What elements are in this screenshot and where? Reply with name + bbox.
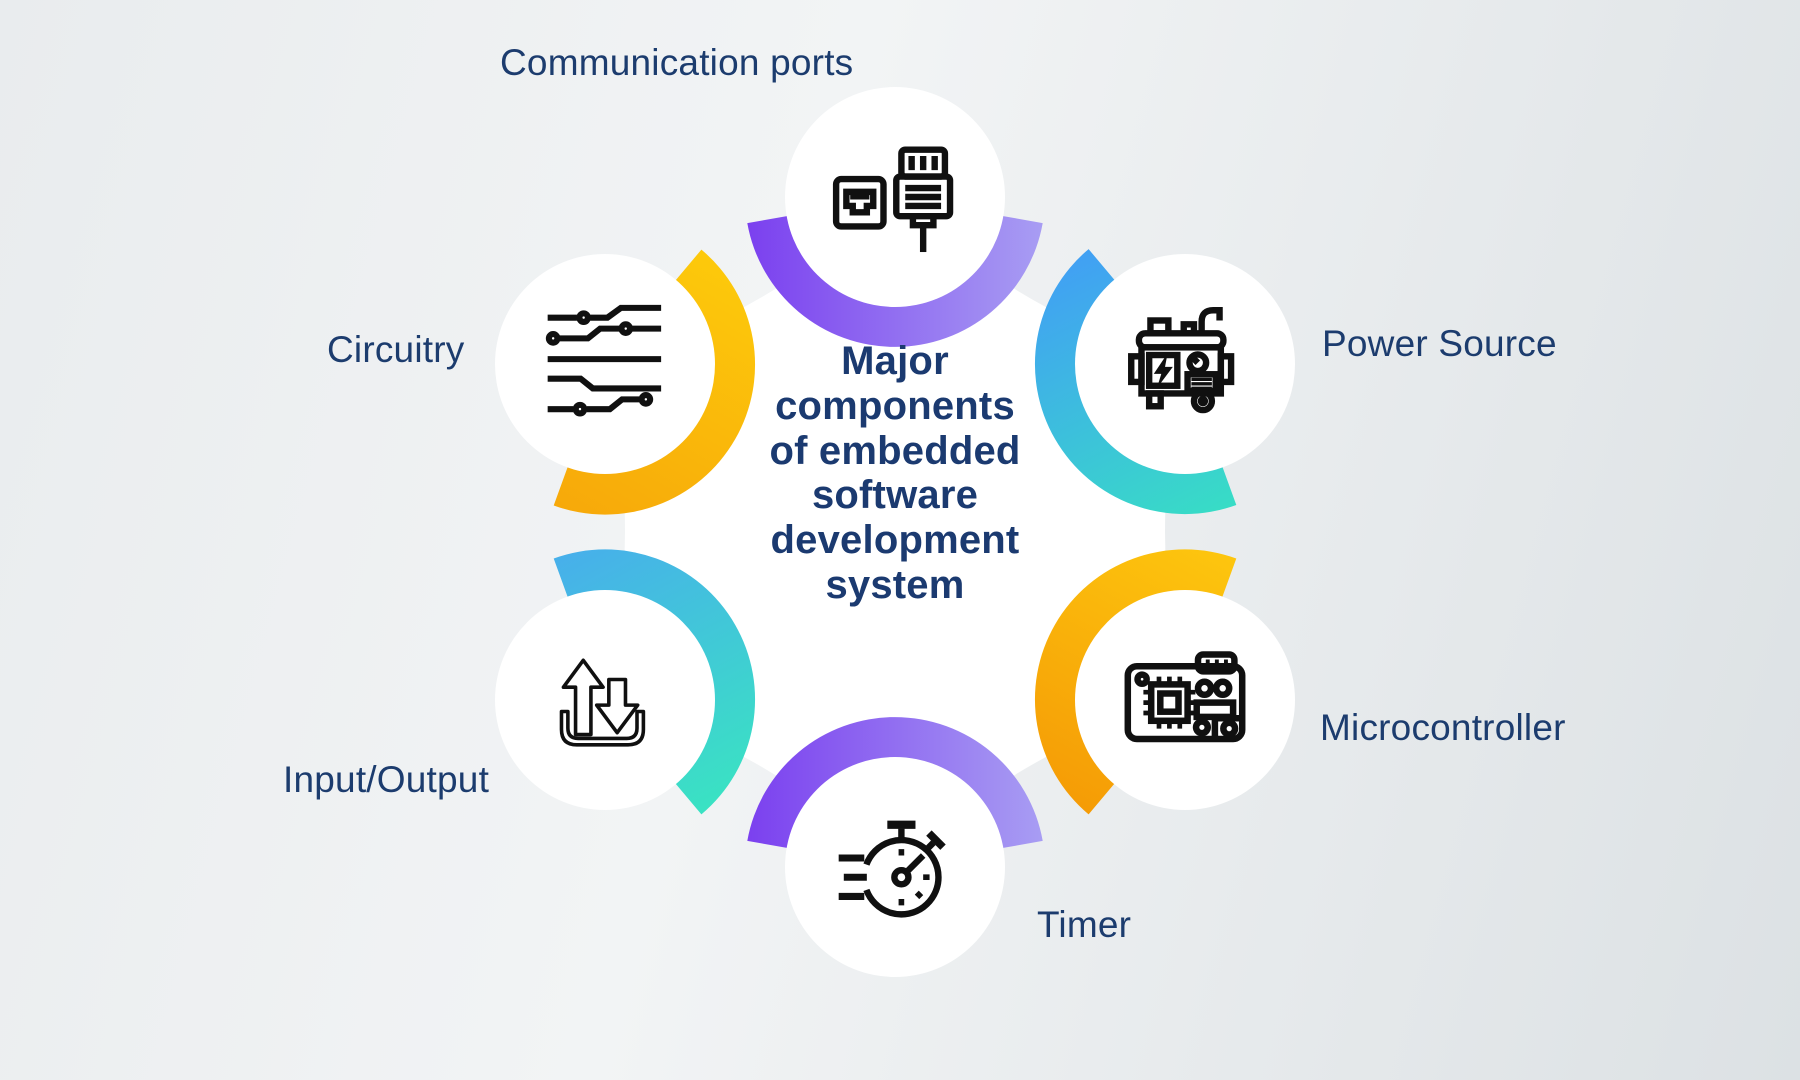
label-communication-ports: Communication ports [500,42,854,83]
node-input-output [495,590,715,810]
communication-ports-arc [747,215,1043,347]
node-power-source [1075,254,1295,474]
node-timer [785,757,1005,977]
circuitry-arc [553,249,756,515]
node-microcontroller [1075,590,1295,810]
circuit-board-icon [1124,651,1246,743]
label-microcontroller: Microcontroller [1320,707,1566,748]
label-timer: Timer [1037,904,1132,945]
generator-icon [1128,307,1235,414]
diagram-title: Major components of embedded software de… [769,339,1021,607]
timer-arc [747,717,1043,849]
label-circuitry: Circuitry [327,329,465,370]
upload-download-icon [559,658,646,747]
stopwatch-icon [838,820,946,918]
label-power-source: Power Source [1322,323,1557,364]
node-communication-ports [785,87,1005,307]
node-circuitry [495,254,715,474]
circuit-traces-icon [545,304,662,417]
label-input-output: Input/Output [283,759,490,800]
ethernet-cable-icon [832,146,954,253]
input-output-arc [553,549,756,815]
